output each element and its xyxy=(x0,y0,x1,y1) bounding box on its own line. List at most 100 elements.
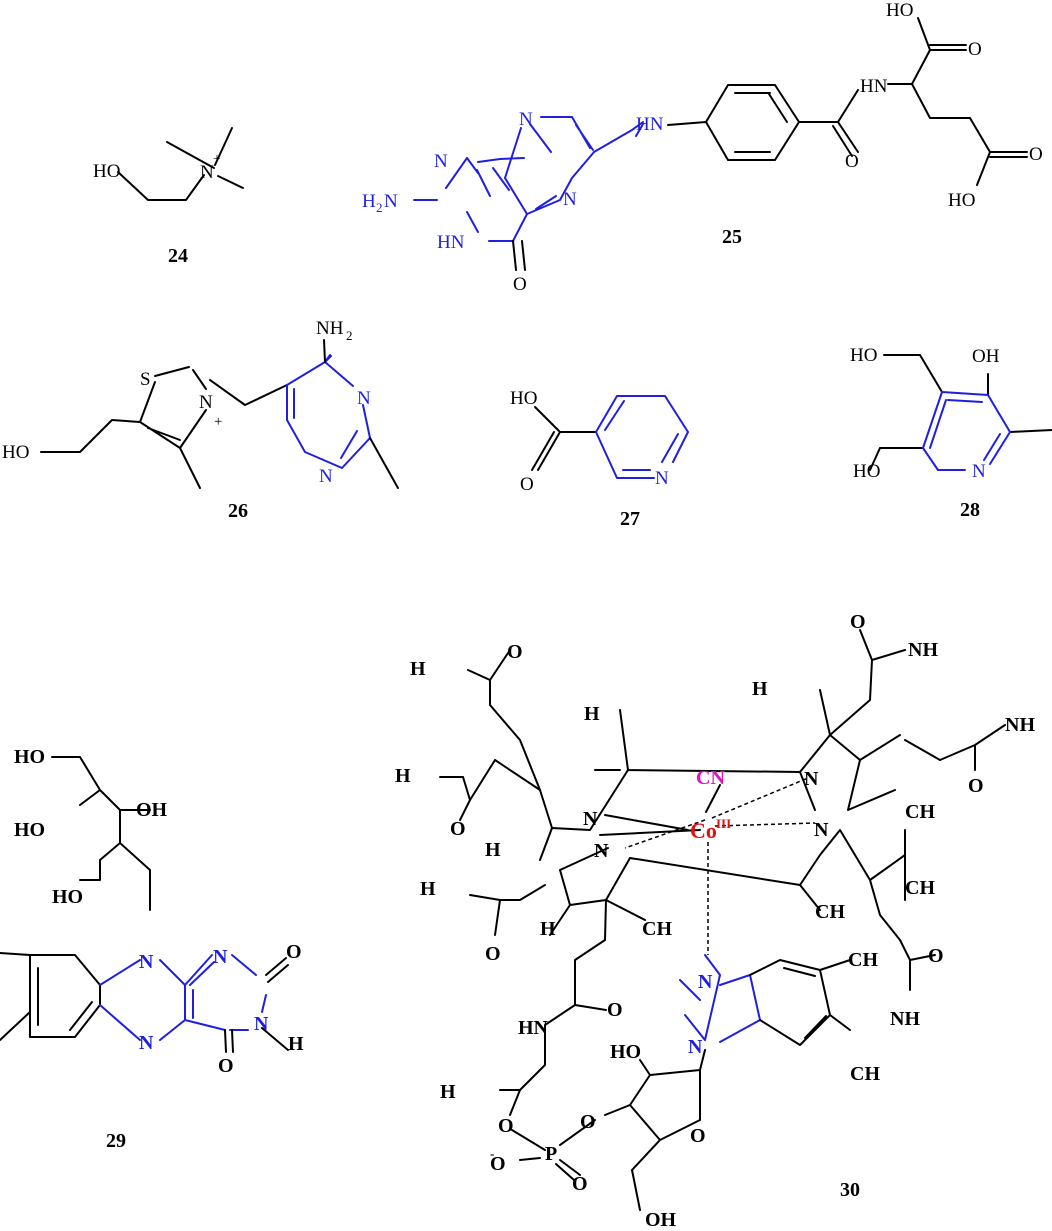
c30-methyl-1: H xyxy=(584,703,600,725)
c30-amide-2: H xyxy=(395,765,411,787)
c30-amide-3-oxo: O xyxy=(485,943,501,965)
c30-oxidation-state: III xyxy=(716,816,731,831)
compound-29: HO OH HO HO N N N N H O O 29 xyxy=(0,746,304,1152)
c30-chain-oxo: O xyxy=(607,999,623,1021)
c28-pyridine-n: N xyxy=(972,461,986,482)
c28-hydroxyl-2: HO xyxy=(853,461,880,482)
c25-amine-sub: 2 xyxy=(376,200,383,215)
c25-amine-h: H xyxy=(362,191,376,212)
c30-amide-3: H xyxy=(420,878,436,900)
c30-corrin-n4: N xyxy=(594,840,609,862)
c30-phosphate-o2: O xyxy=(580,1111,596,1133)
c24-hydroxyl-label: HO xyxy=(93,161,120,182)
c29-hydroxyl-1: HO xyxy=(14,746,45,768)
c30-aryl-methyl-1: CH xyxy=(848,949,878,971)
c26-pyrimidine-n1: N xyxy=(357,388,371,409)
c30-amide-5: NH xyxy=(1005,714,1035,736)
c25-amide-oxo: O xyxy=(845,151,859,172)
c25-ring-nh: HN xyxy=(437,232,465,253)
compound-30-number: 30 xyxy=(840,1179,860,1201)
c29-imide-h: H xyxy=(288,1033,304,1055)
c30-amide-6: NH xyxy=(890,1008,920,1030)
c28-hydroxyl-1: HO xyxy=(850,345,877,366)
c29-hydroxyl-3: HO xyxy=(14,819,45,841)
c30-phosphate-o3: O xyxy=(572,1173,588,1195)
c30-amide-5-oxo: O xyxy=(968,775,984,797)
c25-bottom-hydroxyl: HO xyxy=(948,190,975,211)
c30-imidazole-n1: N xyxy=(698,971,713,993)
c30-methyl-6: CH xyxy=(815,901,845,923)
c26-thiazolium-n: N xyxy=(199,392,213,413)
c29-imide-n: N xyxy=(254,1013,269,1035)
c29-hydroxyl-4: HO xyxy=(52,886,83,908)
c26-hydroxyl: HO xyxy=(2,442,29,463)
c25-amide-nh: HN xyxy=(860,76,888,97)
c30-phosphorus: P xyxy=(545,1143,557,1165)
c30-methyl-2: H xyxy=(752,678,768,700)
c25-top-oxo: O xyxy=(968,39,982,60)
c25-linker-nh: HN xyxy=(636,114,664,135)
c30-phosphate-o1: O xyxy=(498,1115,514,1137)
c24-charge: + xyxy=(213,152,221,167)
compound-27: HO O N 27 xyxy=(510,388,689,530)
c30-phosphate-charge: - xyxy=(490,1146,494,1161)
c25-bottom-oxo: O xyxy=(1029,144,1043,165)
c30-cobalt: Co xyxy=(690,818,717,843)
c27-hydroxyl: HO xyxy=(510,388,537,409)
c26-sulfur: S xyxy=(140,369,151,390)
compound-25-number: 25 xyxy=(722,226,742,248)
c30-methyl-7: CH xyxy=(642,918,672,940)
compound-26: S N + HO N N NH 2 26 xyxy=(2,318,399,522)
c29-ring-n3: N xyxy=(139,1032,154,1054)
c29-ring-n1: N xyxy=(139,951,154,973)
c30-amide-4-oxo: O xyxy=(850,611,866,633)
c30-phosphate-anion: O xyxy=(490,1153,506,1175)
c30-amide-1-oxo: O xyxy=(507,641,523,663)
c27-oxo: O xyxy=(520,474,534,495)
c30-ribose-oxygen: O xyxy=(690,1125,706,1147)
c30-cyano-ligand: CN xyxy=(696,767,725,789)
c30-corrin-n2: N xyxy=(804,768,819,790)
c30-corrin-n3: N xyxy=(814,819,829,841)
c30-imidazole-n2: N xyxy=(688,1036,703,1058)
c30-methyl-4: CH xyxy=(905,877,935,899)
c29-oxo-2: O xyxy=(218,1055,234,1077)
compound-24-number: 24 xyxy=(168,245,188,267)
c30-ribose-hydroxyl: HO xyxy=(610,1041,641,1063)
c29-hydroxyl-2: OH xyxy=(136,799,168,821)
c30-corrin-n1: N xyxy=(583,808,598,830)
c30-aryl-methyl-2: CH xyxy=(850,1063,880,1085)
c30-amide-1: H xyxy=(410,658,426,680)
c29-ring-n2: N xyxy=(213,946,228,968)
compound-28: HO OH HO N 28 xyxy=(850,345,1052,521)
compound-28-number: 28 xyxy=(960,499,980,521)
c25-top-hydroxyl: HO xyxy=(886,0,913,21)
c26-charge: + xyxy=(214,414,222,430)
c26-amine: NH xyxy=(316,318,344,339)
c28-phenol: OH xyxy=(972,346,1000,367)
c30-ribose-hydroxymethyl: OH xyxy=(645,1209,677,1231)
c24-ammonium-n: N xyxy=(200,162,214,183)
c25-pteridine-n3: N xyxy=(563,189,577,210)
c25-amine-n: N xyxy=(384,191,398,212)
compound-27-number: 27 xyxy=(620,508,640,530)
c25-pteridine-n1: N xyxy=(434,151,448,172)
compound-26-number: 26 xyxy=(228,500,248,522)
c30-methyl-5: H xyxy=(485,839,501,861)
c30-methyl-3: CH xyxy=(905,801,935,823)
c25-ring-oxo: O xyxy=(513,274,527,295)
c26-pyrimidine-n2: N xyxy=(319,466,333,487)
c27-pyridine-n: N xyxy=(655,468,669,489)
c29-oxo-1: O xyxy=(286,941,302,963)
c30-chain-methyl: H xyxy=(440,1081,456,1103)
compound-29-number: 29 xyxy=(106,1130,126,1152)
compound-30: Co III CN N N N N H O H O H O O NH NH O … xyxy=(395,611,1035,1231)
compound-24: HO N + 24 xyxy=(93,127,244,267)
c30-amide-2-oxo: O xyxy=(450,818,466,840)
c25-pteridine-n2: N xyxy=(519,109,533,130)
c30-chain-nh: HN xyxy=(518,1017,549,1039)
c26-amine-sub: 2 xyxy=(346,328,353,343)
c30-ring-h: H xyxy=(540,918,556,940)
c30-amide-6-oxo: O xyxy=(928,945,944,967)
